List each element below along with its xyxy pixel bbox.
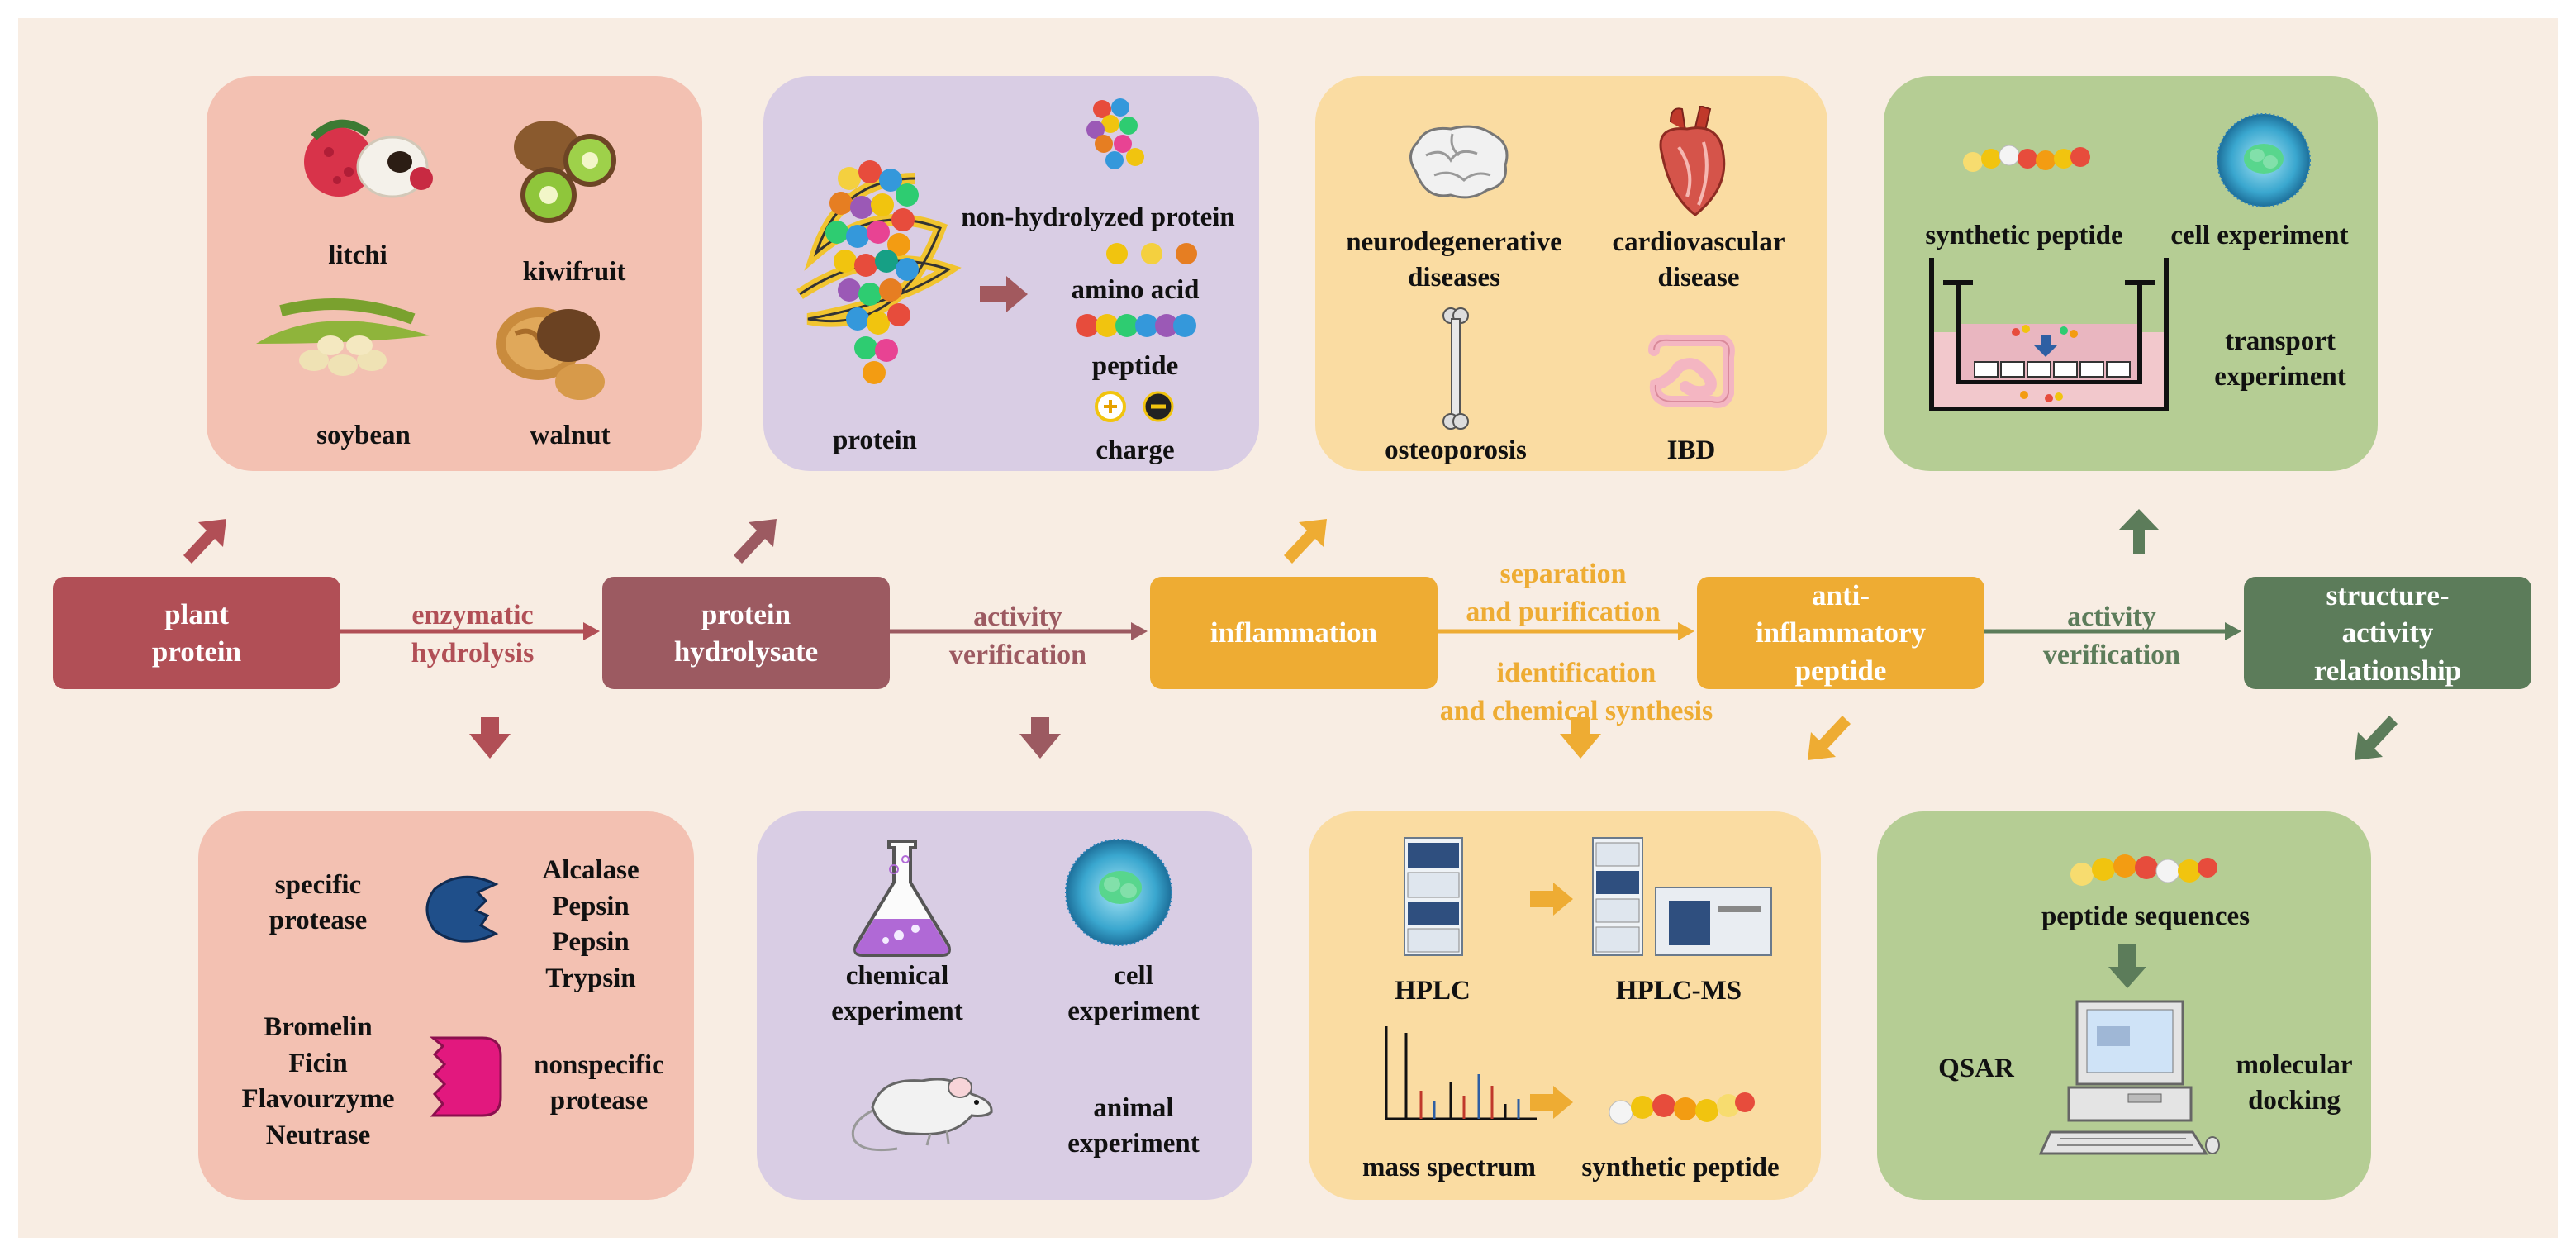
- synthetic-peptide-bottom-label: synthetic peptide: [1581, 1153, 1780, 1182]
- mouse-icon: [851, 1077, 993, 1152]
- hplc-ms-instrument-icon: [1592, 837, 1772, 956]
- litchi-icon: [304, 119, 433, 198]
- cell-icon: [2217, 113, 2311, 207]
- positive-charge-icon: [1095, 391, 1126, 422]
- activity-verification-label-1: activity verification: [948, 602, 1087, 670]
- arrow-icon: [1530, 883, 1573, 916]
- cell-icon: [1065, 839, 1172, 946]
- negative-charge-icon: [1143, 391, 1174, 422]
- peptide-chain-icon: [1609, 1092, 1755, 1125]
- hplc-instrument-icon: [1404, 837, 1463, 956]
- specific-protease-icon: [425, 875, 499, 943]
- separation-purification-label: separation and purification: [1466, 559, 1661, 627]
- chemical-experiment-label: chemical experiment: [831, 961, 963, 1026]
- activity-verification-arrow-1: [890, 622, 1148, 640]
- cell-experiment-bottom-label: cell experiment: [1067, 961, 1200, 1026]
- litchi-label: litchi: [328, 240, 387, 270]
- hplc-label: HPLC: [1395, 976, 1471, 1006]
- arrow-up-right-2: [734, 519, 777, 564]
- proteases-panel: specific protease Alcalase Pepsin Pepsin…: [198, 811, 694, 1200]
- soybean-icon: [256, 298, 430, 376]
- walnut-label: walnut: [530, 421, 611, 450]
- mass-spectrum-icon: [1385, 1026, 1537, 1120]
- animal-experiment-label: animal experiment: [1067, 1093, 1200, 1158]
- amino-acid-label: amino acid: [1071, 275, 1200, 305]
- arrow-down-1: [469, 717, 511, 759]
- amino-acid-icon: [1106, 243, 1197, 264]
- peptide-label: peptide: [1091, 351, 1179, 381]
- arrow-icon: [980, 276, 1028, 312]
- molecular-docking-label: molecular docking: [2236, 1050, 2353, 1116]
- specific-protease-label: specific protease: [269, 870, 368, 935]
- charge-label: charge: [1096, 435, 1175, 465]
- peptide-chain-icon: [1076, 314, 1196, 337]
- protein-label: protein: [832, 426, 918, 455]
- arrow-up-right-3: [1284, 519, 1327, 564]
- ibd-label: IBD: [1666, 435, 1716, 465]
- top-verification-panel: synthetic peptide cell experiment transp…: [1884, 76, 2378, 471]
- nonspecific-protease-icon: [429, 1036, 502, 1117]
- peptide-chain-icon: [1963, 145, 2090, 172]
- anti-inflammatory-peptide-node: anti- inflammatory peptide: [1697, 577, 1984, 689]
- peptide-sequences-label: peptide sequences: [2041, 902, 2250, 931]
- diseases-panel: neurodegenerative diseases cardiovascula…: [1315, 76, 1827, 471]
- separation-purification-arrow: [1438, 622, 1694, 640]
- structure-panel: peptide sequences QSAR molecular docking: [1877, 811, 2371, 1200]
- hydrolysate-panel: protein non-hydrolyzed protein amino aci…: [763, 76, 1259, 471]
- enzymatic-hydrolysis-label: enzymatic hydrolysis: [411, 600, 535, 668]
- cardiovascular-label: cardiovascular disease: [1612, 227, 1785, 293]
- synthetic-peptide-label: synthetic peptide: [1925, 221, 2123, 250]
- hplc-ms-label: HPLC-MS: [1615, 976, 1742, 1006]
- arrow-up-right-1: [183, 519, 226, 564]
- plant-sources-panel: litchi kiwifruit soybean walnut: [207, 76, 702, 471]
- arrow-down-2: [1019, 717, 1061, 759]
- down-arrow-icon: [2108, 944, 2146, 988]
- arrow-up-4: [2118, 509, 2160, 554]
- heart-icon: [1659, 106, 1726, 216]
- activity-verification-label-2: activity verification: [2042, 602, 2181, 670]
- protein-cluster-icon: [1086, 98, 1144, 169]
- transport-experiment-label: transport experiment: [2214, 326, 2346, 392]
- arrow-down-left-5: [2355, 716, 2398, 760]
- diagram-canvas: litchi kiwifruit soybean walnut protein …: [18, 18, 2558, 1238]
- osteoporosis-label: osteoporosis: [1385, 435, 1527, 465]
- kiwifruit-icon: [514, 121, 616, 223]
- arrow-down-3: [1560, 717, 1601, 759]
- qsar-label: QSAR: [1938, 1054, 2014, 1083]
- non-hydrolyzed-protein-label: non-hydrolyzed protein: [961, 202, 1235, 232]
- enzymatic-hydrolysis-arrow: [340, 622, 600, 640]
- arrow-icon: [1530, 1086, 1573, 1119]
- specific-protease-list: Alcalase Pepsin Pepsin Trypsin: [542, 855, 639, 993]
- identification-panel: HPLC HPLC-MS mass spectrum synthetic pep…: [1309, 811, 1821, 1200]
- transwell-icon: [1929, 258, 2169, 411]
- structure-activity-node: structure- activity relationship: [2244, 577, 2531, 689]
- soybean-label: soybean: [316, 421, 411, 450]
- experiments-panel: chemical experiment cell experiment anim…: [757, 811, 1252, 1200]
- nonspecific-protease-label: nonspecific protease: [534, 1050, 664, 1116]
- folded-protein-icon: [796, 160, 962, 384]
- plant-protein-node: plant protein: [53, 577, 340, 689]
- computer-icon: [2039, 1000, 2220, 1155]
- flow-edges: [183, 509, 2398, 760]
- inflammation-node: inflammation: [1150, 577, 1438, 689]
- protein-hydrolysate-node: protein hydrolysate: [602, 577, 890, 689]
- cell-experiment-label: cell experiment: [2170, 221, 2349, 250]
- intestine-icon: [1648, 334, 1735, 408]
- identification-synthesis-label: identification and chemical synthesis: [1439, 658, 1713, 726]
- flask-icon: [853, 840, 951, 957]
- mass-spectrum-label: mass spectrum: [1362, 1153, 1536, 1182]
- activity-verification-arrow-2: [1984, 622, 2241, 640]
- nonspecific-protease-list: Bromelin Ficin Flavourzyme Neutrase: [241, 1012, 395, 1150]
- bone-icon: [1442, 307, 1469, 430]
- kiwifruit-label: kiwifruit: [522, 257, 626, 287]
- brain-icon: [1409, 125, 1509, 199]
- neurodegenerative-label: neurodegenerative diseases: [1346, 227, 1562, 293]
- arrow-down-left-4: [1808, 716, 1851, 760]
- peptide-chain-icon: [2070, 854, 2217, 886]
- walnut-icon: [496, 307, 605, 400]
